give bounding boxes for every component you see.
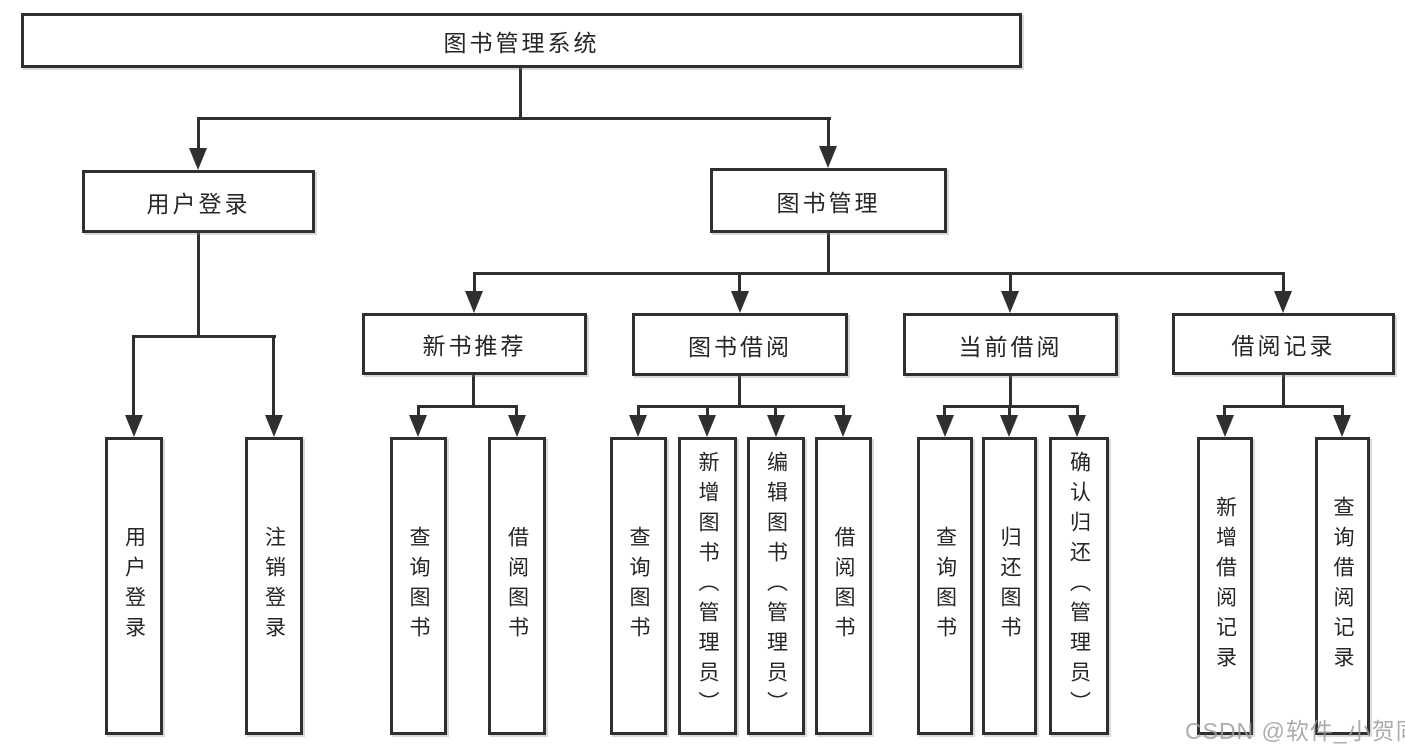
node-new-book-recommend-label: 新书推荐 [422, 333, 527, 359]
leaf-borrow-query-books-label: 查询图书 [627, 526, 650, 646]
arrowhead [936, 415, 954, 437]
node-book-borrow-label: 图书借阅 [688, 333, 792, 360]
connector [132, 335, 135, 418]
connector [197, 117, 831, 120]
leaf-record-add: 新增借阅记录 [1197, 437, 1253, 735]
arrowhead [767, 415, 785, 437]
leaf-newbook-query-books-label: 查询图书 [407, 526, 430, 646]
arrowhead [819, 146, 837, 168]
connector [637, 405, 845, 408]
leaf-borrow-add-books: 新增图书（管理员） [678, 437, 737, 735]
arrowhead [1333, 415, 1351, 437]
connector [417, 405, 518, 408]
node-book-borrow: 图书借阅 [632, 313, 848, 376]
node-borrow-record: 借阅记录 [1172, 313, 1395, 375]
connector [774, 405, 777, 418]
node-current-borrow-label: 当前借阅 [958, 333, 1063, 360]
arrowhead [189, 148, 207, 170]
arrowhead [265, 415, 283, 437]
leaf-newbook-query-books: 查询图书 [390, 437, 447, 735]
leaf-borrow-borrow-books: 借阅图书 [815, 437, 872, 735]
connector [1076, 405, 1079, 418]
connector [132, 335, 276, 338]
arrowhead [1274, 291, 1292, 313]
arrowhead [834, 415, 852, 437]
arrowhead [731, 291, 749, 313]
arrowhead [409, 415, 427, 437]
connector [943, 405, 1079, 408]
connector [738, 376, 741, 407]
node-borrow-record-label: 借阅记录 [1231, 333, 1336, 359]
leaf-current-query-books-label: 查询图书 [933, 526, 957, 646]
connector [515, 405, 518, 418]
leaf-borrow-add-books-label: 新增图书（管理员） [696, 451, 719, 721]
connector [417, 405, 420, 418]
arrowhead [1000, 415, 1018, 437]
leaf-borrow-borrow-books-label: 借阅图书 [832, 526, 855, 646]
connector [197, 117, 200, 152]
arrowhead [125, 415, 143, 437]
connector [1009, 272, 1012, 294]
connector [706, 405, 709, 418]
node-book-management-label: 图书管理 [776, 189, 881, 216]
connector [738, 272, 741, 294]
connector [637, 405, 640, 418]
leaf-borrow-edit-books-label: 编辑图书（管理员） [764, 451, 788, 721]
node-root: 图书管理系统 [21, 13, 1022, 68]
connector [519, 68, 522, 120]
connector [1282, 272, 1285, 294]
leaf-current-confirm-return-label: 确认归还（管理员） [1067, 451, 1091, 721]
leaf-borrow-query-books: 查询图书 [610, 437, 667, 735]
connector [1008, 405, 1011, 418]
arrowhead [465, 291, 483, 313]
leaf-logout: 注销登录 [245, 437, 303, 735]
node-root-label: 图书管理系统 [443, 29, 600, 56]
leaf-user-login: 用户登录 [105, 437, 163, 735]
node-book-management: 图书管理 [710, 168, 947, 233]
leaf-current-return-books-label: 归还图书 [998, 526, 1021, 646]
arrowhead [629, 415, 647, 437]
connector [827, 233, 830, 274]
connector [1223, 405, 1226, 418]
leaf-newbook-borrow-books-label: 借阅图书 [505, 526, 529, 646]
connector [842, 405, 845, 418]
arrowhead [508, 415, 526, 437]
connector [472, 375, 475, 407]
arrowhead [698, 415, 716, 437]
node-new-book-recommend: 新书推荐 [362, 313, 587, 375]
arrowhead [1001, 291, 1019, 313]
connector [943, 405, 946, 418]
node-user-login: 用户登录 [82, 170, 315, 233]
connector [827, 117, 830, 150]
leaf-current-query-books: 查询图书 [917, 437, 973, 735]
leaf-user-login-label: 用户登录 [122, 526, 146, 646]
arrowhead [1068, 415, 1086, 437]
arrowhead [1216, 415, 1234, 437]
leaf-record-query-label: 查询借阅记录 [1331, 496, 1354, 676]
connector [197, 233, 200, 337]
leaf-record-add-label: 新增借阅记录 [1213, 496, 1237, 676]
node-user-login-label: 用户登录 [146, 190, 251, 217]
connector [1223, 405, 1344, 408]
connector [1009, 376, 1012, 407]
leaf-logout-label: 注销登录 [262, 526, 286, 646]
node-current-borrow: 当前借阅 [903, 313, 1118, 376]
connector [473, 272, 1285, 275]
leaf-current-return-books: 归还图书 [982, 437, 1037, 735]
connector [1341, 405, 1344, 418]
connector [1282, 375, 1285, 407]
leaf-borrow-edit-books: 编辑图书（管理员） [747, 437, 805, 735]
leaf-current-confirm-return: 确认归还（管理员） [1049, 437, 1109, 735]
leaf-newbook-borrow-books: 借阅图书 [488, 437, 546, 735]
connector [473, 272, 476, 294]
leaf-record-query: 查询借阅记录 [1315, 437, 1370, 735]
connector [272, 335, 275, 418]
csdn-watermark: CSDN @软件_小贺同学 [1185, 718, 1405, 744]
